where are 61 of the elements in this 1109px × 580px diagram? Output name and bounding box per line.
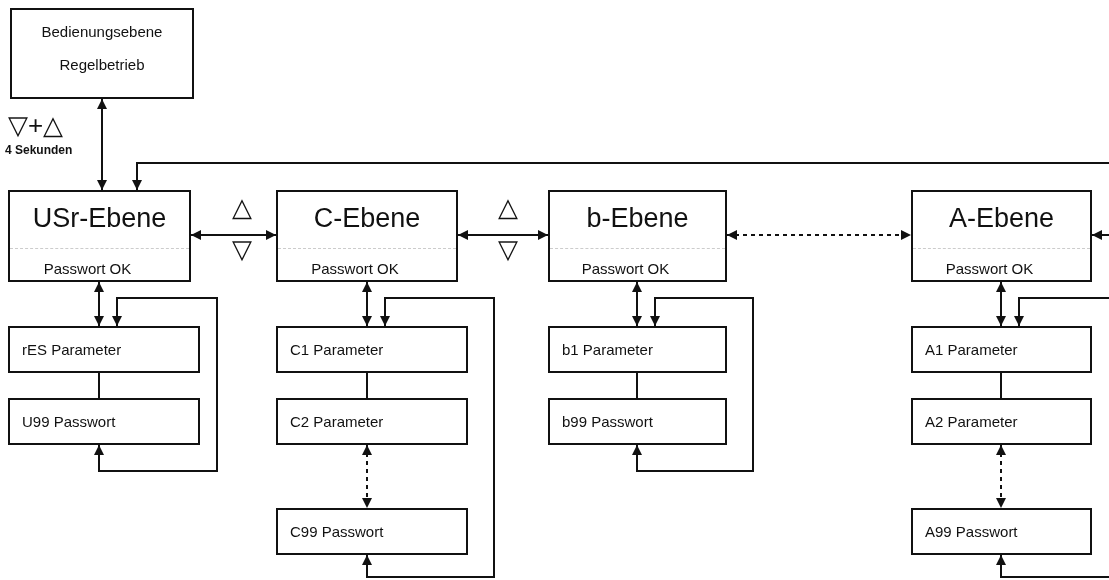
arrow: [996, 444, 1006, 509]
parameter-box: [276, 398, 468, 445]
arrow: [996, 281, 1006, 327]
box-label: C99 Passwort: [290, 521, 384, 542]
arrow: [190, 230, 277, 240]
box-label: U99 Passwort: [22, 411, 116, 432]
box-label: A1 Parameter: [925, 339, 1018, 360]
mode-box: [10, 8, 194, 99]
arrow: [362, 297, 495, 578]
box-label: b99 Passwort: [562, 411, 653, 432]
parameter-box: [8, 326, 200, 373]
level-box: [8, 190, 191, 282]
key-symbol-label: ▽: [498, 236, 518, 262]
arrow: [457, 230, 549, 240]
parameter-box: [911, 508, 1092, 555]
parameter-box: [911, 398, 1092, 445]
arrow: [94, 297, 218, 472]
arrow: [1014, 297, 1109, 327]
box-label: C1 Parameter: [290, 339, 384, 360]
box-label: C2 Parameter: [290, 411, 384, 432]
box-label: b1 Parameter: [562, 339, 653, 360]
parameter-box: [8, 398, 200, 445]
level-box: [911, 190, 1092, 282]
connector-line: [98, 372, 100, 399]
level-title: b-Ebene: [550, 200, 725, 249]
box-label: A2 Parameter: [925, 411, 1018, 432]
arrow: [726, 230, 912, 240]
parameter-box: [548, 398, 727, 445]
parameter-box: [276, 326, 468, 373]
level-status: Passwort OK: [311, 259, 399, 279]
level-status: Passwort OK: [43, 259, 132, 279]
level-status: Passwort OK: [581, 259, 670, 279]
box-label: Bedienungsebene Regelbetrieb: [40, 21, 164, 75]
arrow: [1091, 230, 1109, 240]
arrow: [632, 281, 642, 327]
connector-line: [1000, 372, 1002, 399]
level-status: Passwort OK: [945, 259, 1034, 279]
box-label: A99 Passwort: [925, 521, 1018, 542]
duration-label: 4 Sekunden: [5, 144, 73, 156]
level-title: C-Ebene: [278, 200, 456, 249]
parameter-box: [911, 326, 1092, 373]
parameter-box: [276, 508, 468, 555]
key-symbol-label: △: [498, 194, 518, 220]
arrow: [362, 444, 372, 509]
key-symbol-label: ▽: [232, 236, 252, 262]
level-box: [548, 190, 727, 282]
key-symbol-label: ▽+△: [8, 112, 64, 138]
arrow: [132, 162, 1109, 191]
arrow: [362, 281, 372, 327]
parameter-box: [548, 326, 727, 373]
box-label: rES Parameter: [22, 339, 122, 360]
level-box: [276, 190, 458, 282]
connector-line: [636, 372, 638, 399]
arrow: [94, 281, 104, 327]
level-title: A-Ebene: [913, 200, 1090, 249]
key-symbol-label: △: [232, 194, 252, 220]
arrow: [632, 297, 754, 472]
level-title: USr-Ebene: [10, 200, 189, 249]
connector-line: [366, 372, 368, 399]
arrow: [97, 98, 107, 191]
arrow: [996, 554, 1109, 578]
